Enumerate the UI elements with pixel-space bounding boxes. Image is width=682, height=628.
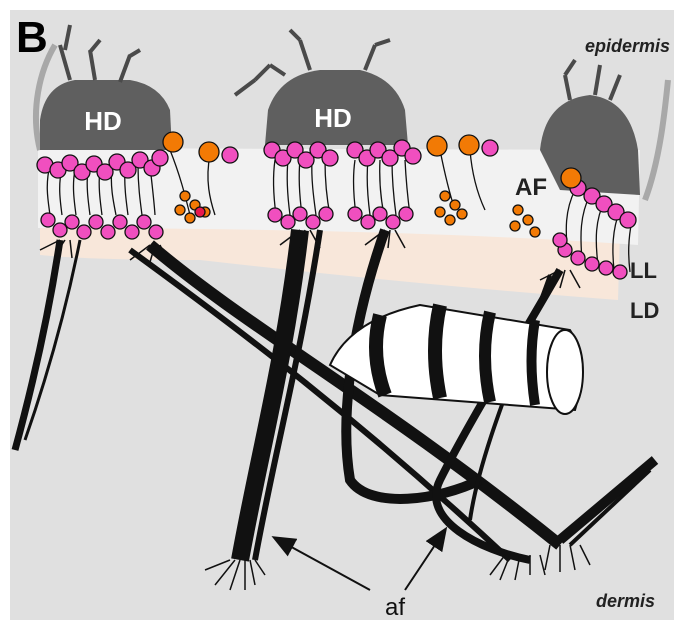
red-particle — [195, 207, 205, 217]
panel-label: B — [16, 13, 48, 62]
label-ll: LL — [630, 258, 657, 283]
label-dermis: dermis — [596, 591, 655, 611]
hd-label-middle: HD — [314, 103, 352, 133]
label-af-fibrils: af — [385, 594, 405, 621]
label-epidermis: epidermis — [585, 36, 670, 56]
label-ld: LD — [630, 298, 659, 323]
hd-label-left: HD — [84, 106, 122, 136]
label-af-region: AF — [515, 174, 547, 201]
